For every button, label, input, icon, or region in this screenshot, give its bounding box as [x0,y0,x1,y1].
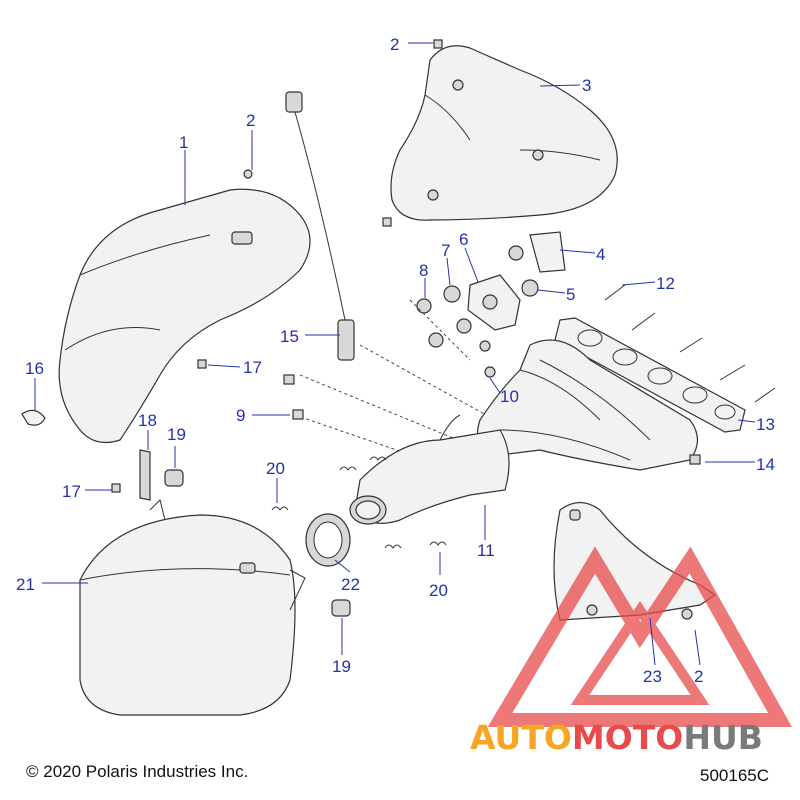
sensor-bracket-hardware [416,231,566,378]
oxygen-sensor [285,91,355,361]
heat-shield-upper [382,39,618,227]
watermark-moto: MOTO [571,718,684,757]
callout-11: 11 [477,541,495,560]
nut-9b [292,409,304,420]
callout-10: 10 [500,387,519,406]
callout-16: 16 [25,359,44,378]
callout-12: 12 [656,274,675,293]
callout-18: 18 [138,411,157,430]
callout-23: 23 [643,667,662,686]
heat-shield-left [58,169,311,443]
callout-7: 7 [441,241,450,260]
leader-lines [34,42,756,666]
nut-9a [283,374,295,385]
callout-3: 3 [582,76,591,95]
bracket [139,449,151,501]
callout-17a: 17 [243,358,262,377]
callout-17b: 17 [62,482,81,501]
spring-lower-b [429,541,447,546]
watermark-logo [487,546,792,727]
callout-6: 6 [459,230,468,249]
spring-upper-b [369,456,387,461]
callout-22: 22 [341,575,360,594]
spring-lower-a [384,544,402,549]
callout-15: 15 [280,327,299,346]
spring-upper-a [339,466,357,471]
callout-2b: 2 [246,111,255,130]
callout-13: 13 [756,415,775,434]
bushing-lower [331,599,351,617]
callout-4: 4 [596,245,605,264]
spring-left [271,506,289,511]
copyright-notice: © 2020 Polaris Industries Inc. [26,762,249,781]
callout-2a: 2 [390,35,399,54]
muffler [79,499,306,716]
callout-2c: 2 [694,667,703,686]
callout-21: 21 [16,575,35,594]
studs [604,284,776,403]
clamp [21,409,46,426]
callout-9: 9 [236,406,245,425]
callout-20b: 20 [429,581,448,600]
watermark-hub: HUB [683,718,763,757]
drawing-number: 500165C [700,766,770,785]
callout-5: 5 [566,285,575,304]
catalytic-converter [349,414,510,525]
callout-19a: 19 [167,425,186,444]
bolt-17-upper [197,359,207,369]
callout-19b: 19 [332,657,351,676]
callout-8: 8 [419,261,428,280]
watermark-auto: AUTO [470,718,572,757]
watermark-text: AUTOMOTOHUB [470,718,763,757]
callout-20a: 20 [266,459,285,478]
callout-14: 14 [756,455,775,474]
callout-1: 1 [179,133,188,152]
exhaust-header [476,339,701,471]
bushing-upper [164,469,184,487]
callouts: 1 2 2 2 3 4 5 6 7 8 9 10 11 12 13 14 15 … [16,35,775,686]
bolt-17-lower [111,483,121,493]
